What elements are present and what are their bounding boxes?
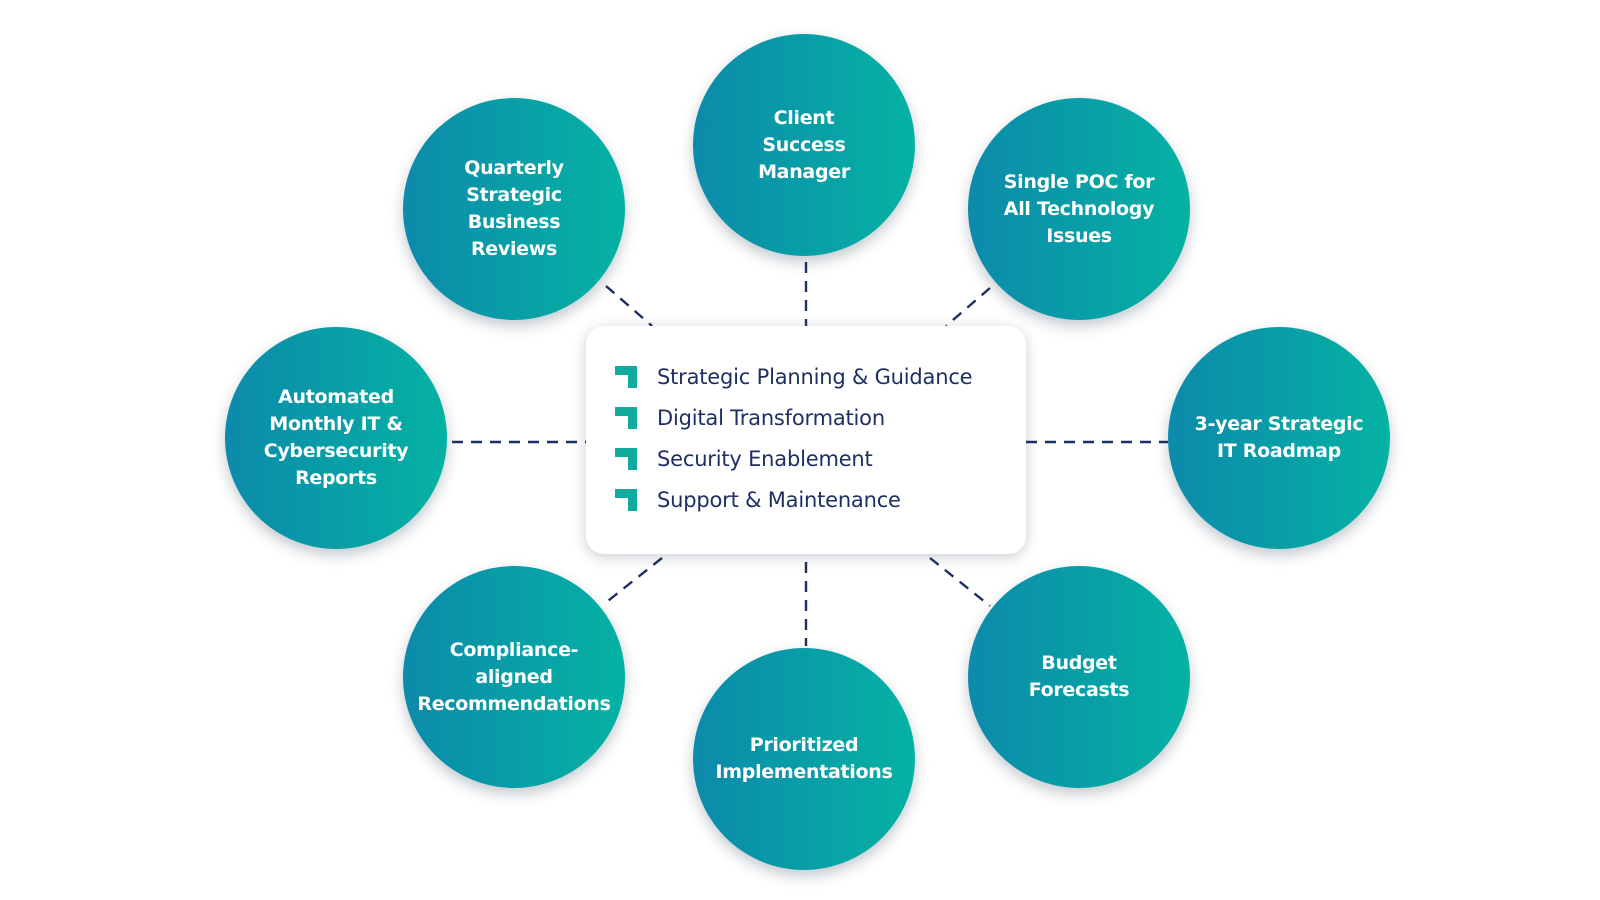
corner-bracket-icon: [615, 406, 637, 429]
node-strategic-roadmap: 3-year Strategic IT Roadmap: [1168, 327, 1390, 549]
connector-top-right: [945, 287, 991, 327]
node-single-poc: Single POC for All Technology Issues: [968, 98, 1190, 320]
connector-bottom-right: [929, 557, 991, 607]
corner-bracket-icon: [615, 488, 637, 511]
connector-bottom-left: [603, 557, 663, 605]
connector-top-left: [605, 285, 653, 327]
hub-item: Strategic Planning & Guidance: [614, 356, 1026, 397]
hub-item: Support & Maintenance: [614, 479, 1026, 520]
node-prioritized-implementations: Prioritized Implementations: [693, 648, 915, 870]
node-label: Compliance- aligned Recommendations: [417, 638, 611, 715]
node-label: Single POC for All Technology Issues: [1003, 170, 1155, 247]
hub-item-label: Support & Maintenance: [657, 487, 901, 512]
node-automated-reports: Automated Monthly IT & Cybersecurity Rep…: [225, 327, 447, 549]
hub-item-label: Security Enablement: [657, 446, 873, 471]
central-services-card: Strategic Planning & Guidance Digital Tr…: [586, 326, 1026, 554]
node-label: Automated Monthly IT & Cybersecurity Rep…: [263, 386, 409, 489]
hub-item: Digital Transformation: [614, 397, 1026, 438]
node-label: Prioritized Implementations: [715, 734, 893, 783]
corner-bracket-icon: [615, 365, 637, 388]
node-label: Budget Forecasts: [1028, 652, 1130, 701]
hub-item: Security Enablement: [614, 438, 1026, 479]
node-label: Quarterly Strategic Business Reviews: [464, 157, 564, 260]
hub-item-label: Strategic Planning & Guidance: [657, 364, 973, 389]
node-client-success-manager: Client Success Manager: [693, 34, 915, 256]
node-quarterly-reviews: Quarterly Strategic Business Reviews: [403, 98, 625, 320]
corner-bracket-icon: [615, 447, 637, 470]
node-label: Client Success Manager: [758, 106, 850, 183]
hub-item-label: Digital Transformation: [657, 405, 885, 430]
node-budget-forecasts: Budget Forecasts: [968, 566, 1190, 788]
node-label: 3-year Strategic IT Roadmap: [1194, 413, 1364, 462]
node-compliance-recommendations: Compliance- aligned Recommendations: [403, 566, 625, 788]
